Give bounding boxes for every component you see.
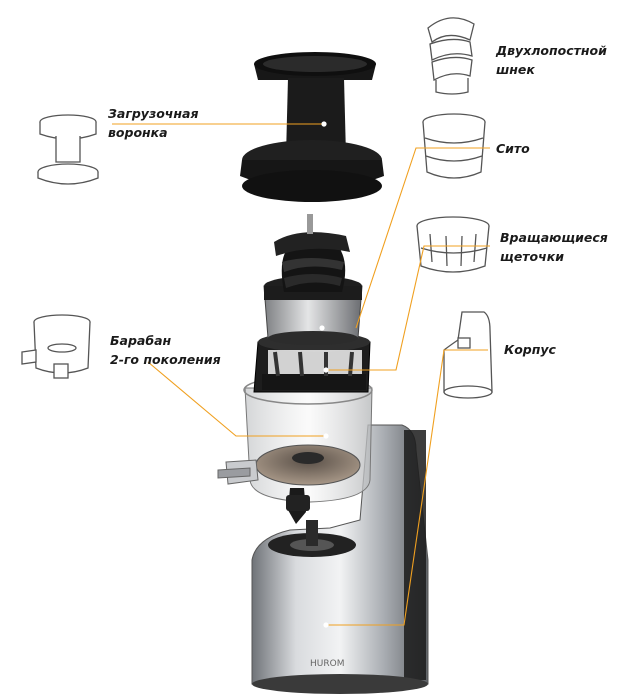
- main-drum-part: [217, 375, 373, 524]
- leader-brushes: [326, 245, 490, 371]
- label-drum-line2: 2-го поколения: [110, 352, 221, 367]
- leader-drum: [147, 361, 326, 437]
- label-body-line1: Корпус: [504, 342, 556, 357]
- label-brushes-line2: щеточки: [500, 249, 564, 264]
- main-body-part: HUROM: [251, 424, 429, 694]
- label-funnel-line2: воронка: [108, 125, 168, 140]
- leader-sieve: [355, 147, 490, 329]
- label-funnel: Загрузочная воронка: [108, 104, 198, 142]
- brand-logo-text: HUROM: [310, 659, 344, 669]
- label-auger: Двухлопостной шнек: [496, 41, 607, 79]
- icon-funnel-outline: [37, 114, 99, 185]
- main-funnel-part: [240, 52, 384, 202]
- label-brushes: Вращающиеся щеточки: [500, 228, 608, 266]
- main-auger-part: [274, 214, 350, 292]
- label-drum: Барабан 2-го поколения: [110, 331, 221, 369]
- juicer-main-illustration: HUROM: [217, 52, 429, 694]
- leader-lines: [112, 123, 490, 626]
- label-auger-line1: Двухлопостной: [496, 43, 607, 58]
- icon-body-outline: [443, 311, 493, 399]
- leader-body: [326, 349, 488, 626]
- icon-auger-outline: [427, 17, 475, 95]
- main-brushes-part: [253, 332, 371, 393]
- label-funnel-line1: Загрузочная: [108, 106, 199, 121]
- leader-dots: [319, 121, 329, 628]
- icon-sieve-outline: [422, 113, 486, 179]
- icon-drum-outline: [21, 314, 91, 379]
- label-brushes-line1: Вращающиеся: [500, 230, 608, 245]
- label-body: Корпус: [504, 340, 556, 359]
- label-auger-line2: шнек: [496, 62, 535, 77]
- icon-brushes-outline: [416, 216, 490, 273]
- label-sieve-line1: Сито: [496, 141, 530, 156]
- label-sieve: Сито: [496, 139, 530, 158]
- label-drum-line1: Барабан: [110, 333, 172, 348]
